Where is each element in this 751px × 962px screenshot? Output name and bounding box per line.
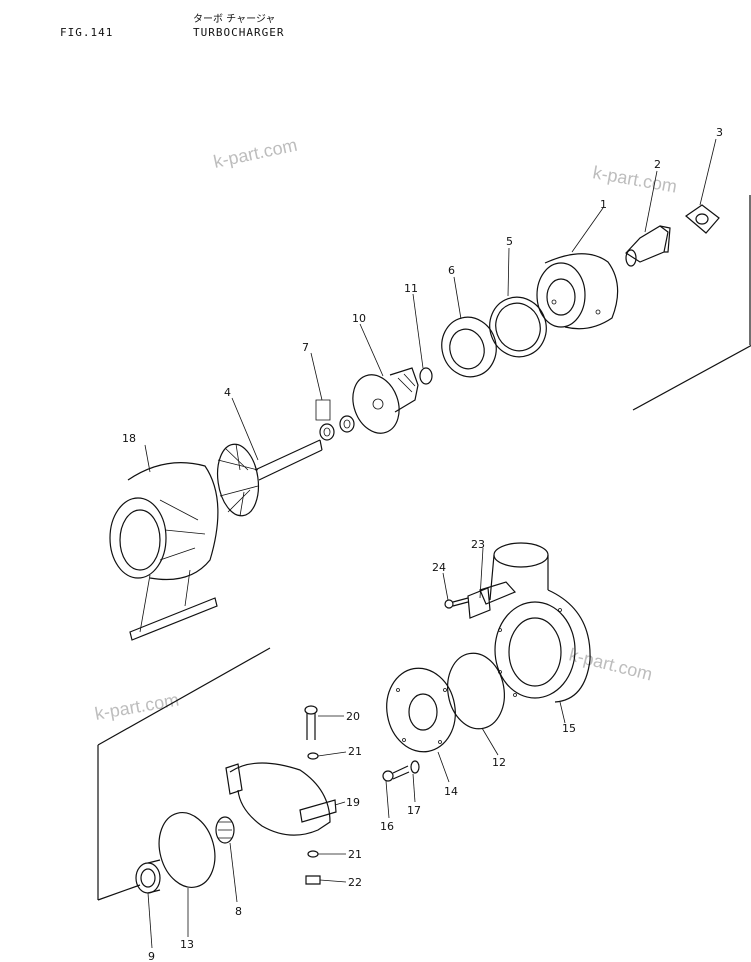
assembly-frame-lines: [97, 195, 751, 901]
watermark-3: k-part.com: [93, 689, 180, 723]
bolt-part-16: [382, 765, 410, 782]
outlet-housing-part-15: [479, 542, 591, 703]
plate-part-14: [386, 667, 456, 753]
part-label-16: 16: [380, 820, 394, 833]
part-label-6: 6: [448, 264, 455, 277]
figure-number: FIG.141: [60, 26, 114, 39]
part-label-1: 1: [600, 198, 607, 211]
clamp-part-19: [225, 762, 337, 836]
bolt-part-20: [304, 705, 318, 740]
part-label-12: 12: [492, 756, 506, 769]
washer-part-17: [410, 760, 420, 774]
watermark-1: k-part.com: [212, 135, 299, 172]
part-label-2: 2: [654, 158, 661, 171]
part-label-18: 18: [122, 432, 136, 445]
ring-part-12: [447, 652, 505, 730]
title-japanese: ターボ チャージャ: [193, 14, 276, 25]
compressor-housing-part-1: [536, 253, 619, 330]
part-label-24: 24: [432, 561, 446, 574]
nut-part-11: [419, 367, 433, 385]
nut-part-22: [305, 875, 321, 885]
part-labels: 1 2 3 4 5 6 7 8 9 10 11 12 13 14 15 16 1…: [122, 126, 723, 962]
part-label-21-upper: 21: [348, 745, 362, 758]
part-label-19: 19: [346, 796, 360, 809]
ring-part-5: [489, 296, 547, 358]
part-label-15: 15: [562, 722, 576, 735]
gasket-part-3: [685, 204, 720, 234]
part-label-21-lower: 21: [348, 848, 362, 861]
ring-part-13: [158, 812, 216, 888]
part-label-5: 5: [506, 235, 513, 248]
flange-part-23: [467, 587, 491, 619]
part-label-13: 13: [180, 938, 194, 951]
bearing-part-7: [319, 415, 355, 441]
title-english: TURBOCHARGER: [193, 26, 285, 39]
leader-lines: [144, 138, 717, 949]
part-label-17: 17: [407, 804, 421, 817]
part-label-8: 8: [235, 905, 242, 918]
part-label-23: 23: [471, 538, 485, 551]
bearing-part-9: [135, 859, 161, 894]
plate-part-6: [441, 316, 497, 378]
impeller-part-10: [352, 367, 419, 434]
part-label-10: 10: [352, 312, 366, 325]
part-label-11: 11: [404, 282, 418, 295]
turbine-wheel-part-4: [216, 439, 323, 517]
washer-part-21-lower: [307, 850, 319, 858]
part-label-20: 20: [346, 710, 360, 723]
part-label-14: 14: [444, 785, 458, 798]
part-label-4: 4: [224, 386, 231, 399]
part-label-22: 22: [348, 876, 362, 889]
part-label-3: 3: [716, 126, 723, 139]
part-label-7: 7: [302, 341, 309, 354]
turbine-housing-part-18: [109, 462, 219, 641]
spacer-part-8: [215, 816, 235, 844]
washer-part-21-upper: [307, 752, 319, 760]
part-label-9: 9: [148, 950, 155, 962]
bolt-part-24: [444, 597, 469, 609]
watermark-4: k-part.com: [567, 644, 654, 684]
elbow-part-2: [625, 225, 671, 267]
watermark-2: k-part.com: [591, 162, 678, 196]
